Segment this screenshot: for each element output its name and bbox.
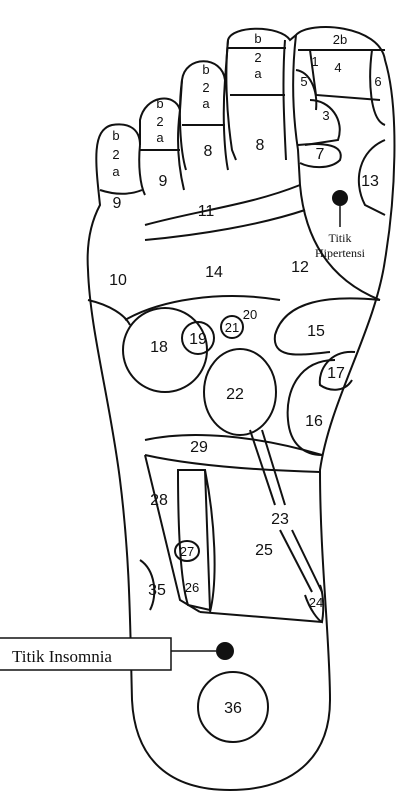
- label-13: 13: [361, 173, 379, 190]
- toe-5-label-b: b: [112, 128, 119, 143]
- label-24: 24: [309, 595, 323, 610]
- toe-5-label-base: 9: [113, 195, 122, 212]
- zone-18-circle: [122, 307, 208, 393]
- toe-2-label-2: 2: [254, 50, 261, 65]
- insomnia-point-marker: [216, 642, 234, 660]
- label-17: 17: [327, 365, 345, 382]
- zone-25-left: [204, 469, 216, 613]
- toe-4-label-b: b: [156, 96, 163, 111]
- label-22: 22: [226, 386, 244, 403]
- label-23: 23: [271, 511, 289, 528]
- toe-3-left: [178, 79, 187, 171]
- zone-17-outline: [318, 350, 356, 391]
- hypertension-label-line2: Hipertensi: [315, 246, 366, 260]
- zone-6-outline: [369, 49, 386, 126]
- zone-22-ellipse: [203, 348, 277, 436]
- zone-35-outline: [139, 559, 156, 611]
- toe-4-left: [138, 144, 146, 196]
- label-12: 12: [291, 259, 309, 276]
- zone-23-line-3: [279, 529, 313, 593]
- zone-23-line-4: [291, 529, 323, 593]
- toe-base-line: [144, 184, 301, 226]
- zone-29-top: [144, 434, 323, 456]
- toe-2-label-a: a: [254, 66, 262, 81]
- zone-14-bottom: [124, 295, 281, 321]
- toe-2-left: [225, 39, 237, 161]
- insomnia-label: Titik Insomnia: [12, 647, 112, 666]
- toe-2-label-b: b: [254, 31, 261, 46]
- toe-3-label-a: a: [202, 96, 210, 111]
- hypertension-point-marker: [332, 190, 348, 206]
- label-3: 3: [322, 108, 329, 123]
- label-27: 27: [180, 544, 194, 559]
- toe-2-right: [282, 39, 287, 161]
- toe-3-label-base: 8: [204, 143, 213, 160]
- label-6: 6: [374, 74, 381, 89]
- label-10: 10: [109, 272, 127, 289]
- label-36: 36: [224, 700, 242, 717]
- toe-3-label-b: b: [202, 62, 209, 77]
- zone-29-bottom: [144, 454, 321, 473]
- toe-4-label-base: 9: [159, 173, 168, 190]
- toe-4-label-a: a: [156, 130, 164, 145]
- zone-7-outline: [297, 142, 342, 169]
- label-20: 20: [243, 307, 257, 322]
- label-29: 29: [190, 439, 208, 456]
- toe-4-label-2: 2: [156, 114, 163, 129]
- zone-36-circle: [197, 671, 269, 743]
- zone-5-outline: [295, 69, 318, 111]
- zone-28-outline: [144, 454, 201, 613]
- zone-19-circle: [181, 321, 215, 355]
- foot-outline: [86, 26, 396, 792]
- label-18: 18: [150, 339, 168, 356]
- zone-13-outline: [357, 139, 386, 216]
- toe-5-divider: [99, 189, 143, 195]
- zone-15-outline: [273, 297, 381, 356]
- label-25: 25: [255, 542, 273, 559]
- label-5: 5: [300, 74, 307, 89]
- zone-27-ellipse: [174, 540, 200, 562]
- label-26: 26: [185, 580, 199, 595]
- toe-5-label-2: 2: [112, 147, 119, 162]
- toe-5-label-a: a: [112, 164, 120, 179]
- label-4: 4: [334, 60, 341, 75]
- label-11: 11: [198, 203, 215, 220]
- zone-11-lower-line: [144, 209, 306, 241]
- label-21: 21: [225, 320, 239, 335]
- label-1: 1: [311, 54, 318, 69]
- zone-26-outline: [176, 469, 212, 612]
- label-28: 28: [150, 492, 168, 509]
- toe-2-label-base: 8: [256, 137, 265, 154]
- zone-21-circle: [220, 315, 244, 339]
- toe-3-right: [222, 79, 229, 171]
- zone-25-bottom: [199, 611, 323, 623]
- label-35: 35: [148, 582, 166, 599]
- label-2b: 2b: [333, 32, 347, 47]
- label-7: 7: [316, 146, 325, 163]
- label-16: 16: [305, 413, 323, 430]
- insomnia-label-box: [0, 637, 172, 671]
- label-14: 14: [205, 264, 223, 281]
- label-15: 15: [307, 323, 325, 340]
- zone-23-line-2: [261, 429, 286, 506]
- zone-10-line: [87, 299, 131, 326]
- toe-4-right: [176, 109, 185, 191]
- label-19: 19: [189, 331, 207, 348]
- hypertension-label-line1: Titik: [329, 231, 352, 245]
- zone-3-outline: [304, 99, 341, 146]
- toe-3-label-2: 2: [202, 80, 209, 95]
- zone-23-line-1: [249, 429, 276, 506]
